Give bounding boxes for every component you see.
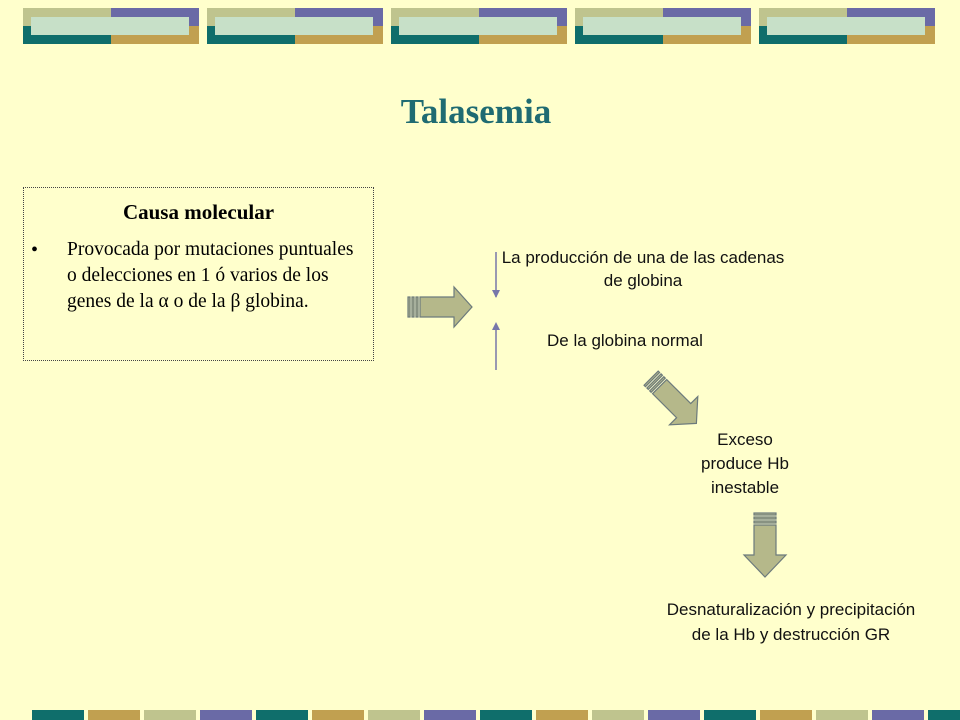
top-deco-block — [575, 8, 751, 44]
top-deco-block — [391, 8, 567, 44]
cause-box: Causa molecular • Provocada por mutacion… — [23, 187, 374, 361]
bottom-deco-block — [256, 710, 308, 720]
normal-globin-label: De la globina normal — [547, 331, 703, 350]
down-arrow-icon — [742, 512, 788, 578]
top-decorative-band — [23, 8, 935, 44]
cause-list: • Provocada por mutaciones puntuales o d… — [24, 237, 373, 315]
bottom-deco-block — [648, 710, 700, 720]
up-thin-arrow-icon — [492, 322, 500, 370]
bottom-deco-block — [88, 710, 140, 720]
down-thin-arrow-icon — [492, 252, 500, 298]
bullet-icon: • — [31, 239, 39, 261]
excess-label: Exceso produce Hb inestable — [701, 430, 789, 497]
bottom-deco-block — [928, 710, 960, 720]
top-deco-block — [23, 8, 199, 44]
cause-text: Provocada por mutaciones puntuales o del… — [67, 239, 354, 312]
bottom-deco-block — [816, 710, 868, 720]
bottom-deco-block — [872, 710, 924, 720]
bottom-deco-block — [424, 710, 476, 720]
bottom-deco-block — [480, 710, 532, 720]
bottom-deco-block — [144, 710, 196, 720]
bottom-deco-block — [32, 710, 84, 720]
bottom-deco-block — [536, 710, 588, 720]
cause-heading: Causa molecular — [122, 200, 275, 224]
bottom-deco-block — [368, 710, 420, 720]
slide-title: Talasemia — [400, 92, 552, 131]
bottom-deco-block — [760, 710, 812, 720]
top-deco-block — [759, 8, 935, 44]
top-deco-block — [207, 8, 383, 44]
bottom-decorative-band — [32, 710, 960, 720]
bottom-deco-block — [704, 710, 756, 720]
result-label: Desnaturalización y precipitación de la … — [666, 600, 916, 644]
bottom-deco-block — [200, 710, 252, 720]
bottom-deco-block — [592, 710, 644, 720]
bottom-deco-block — [312, 710, 364, 720]
production-label: La producción de una de las cadenas de g… — [501, 248, 785, 290]
diagonal-arrow-icon — [643, 370, 699, 426]
right-arrow-icon — [407, 285, 473, 329]
